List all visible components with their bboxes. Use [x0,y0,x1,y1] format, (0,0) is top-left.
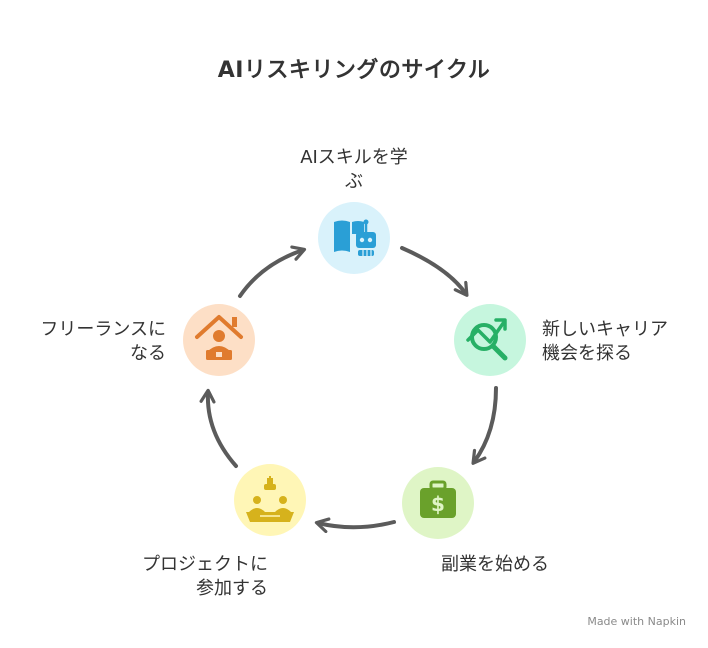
diagram-title: AIリスキリングのサイクル [217,58,491,83]
step-project-node [234,464,306,536]
arrow-learn-to-explore [400,246,469,297]
step-sidejob-label: 副業を始める [441,554,549,575]
step-project-circle [234,464,306,536]
arrow-sidejob-to-project [314,517,396,534]
step-project-label: プロジェクトに 参加する [142,554,268,599]
home-office-icon [195,315,243,360]
arrow-explore-to-sidejob [471,386,498,465]
step-explore-node [454,304,526,376]
step-freelance-label: フリーランスに なる [40,319,166,364]
step-sidejob-node: $ [402,467,474,539]
arrow-freelance-to-learn [238,245,307,298]
step-explore-label: 新しいキャリア 機会を探る [542,319,668,364]
book-robot-icon [334,219,376,256]
svg-text:$: $ [431,492,445,516]
briefcase-dollar-icon: $ [420,480,456,518]
step-freelance-node [183,304,255,376]
napkin-footer: Made with Napkin [587,615,686,628]
team-meeting-icon [246,476,294,522]
chart-magnifier-icon [466,318,508,361]
step-learn-circle [318,202,390,274]
arrow-project-to-freelance [199,388,238,468]
footer-text: Made with Napkin [587,615,686,628]
step-learn-label: AIスキルを学 ぶ [300,147,408,192]
step-learn-node [318,202,390,274]
